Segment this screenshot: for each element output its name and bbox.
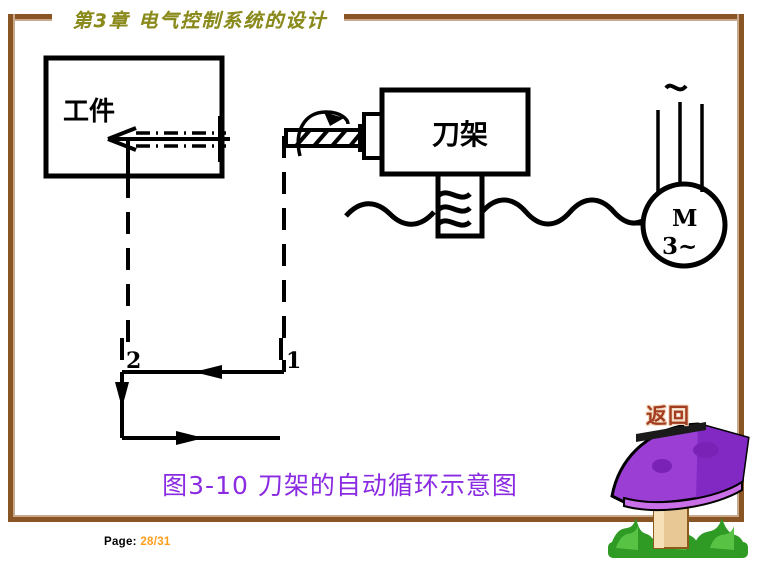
cycle-path — [120, 338, 286, 440]
frame-top-right-rail — [344, 14, 744, 21]
motor-phase-lines — [656, 102, 704, 192]
return-button[interactable]: 返回 — [602, 398, 754, 568]
figure-caption: 图3-10 刀架的自动循环示意图 — [162, 471, 518, 500]
page-indicator: Page: 28/31 — [104, 536, 171, 548]
page-value: 28/31 — [140, 536, 171, 548]
motor-label-bottom: 3~ — [662, 233, 697, 260]
motor-supply-tilde — [664, 83, 688, 92]
wavy-belt-icon — [344, 190, 646, 228]
frame-top-left-rail — [8, 14, 52, 21]
motor-label-top: M — [672, 205, 697, 232]
page-title: 第3章 电气控制系统的设计 — [54, 8, 346, 34]
page-label: Page: — [104, 536, 137, 548]
cycle-arrow-right — [176, 431, 204, 445]
cycle-arrow-left — [194, 365, 222, 379]
drill-bit-icon — [284, 112, 384, 160]
mushroom-icon — [608, 422, 750, 558]
rotation-arrow-icon — [296, 110, 350, 157]
schematic-diagram: 工件 刀架 M 3~ 2 1 — [8, 20, 744, 490]
return-button-label: 返回 — [646, 404, 690, 428]
workpiece-label: 工件 — [63, 97, 115, 127]
cycle-arrow-down — [115, 382, 129, 408]
tool-holder-label: 刀架 — [432, 118, 488, 151]
slide-frame — [8, 14, 744, 522]
tool-holder-pedestal — [435, 171, 485, 239]
cycle-point-2-label: 2 — [126, 348, 141, 374]
cycle-point-1-label: 1 — [286, 348, 301, 374]
